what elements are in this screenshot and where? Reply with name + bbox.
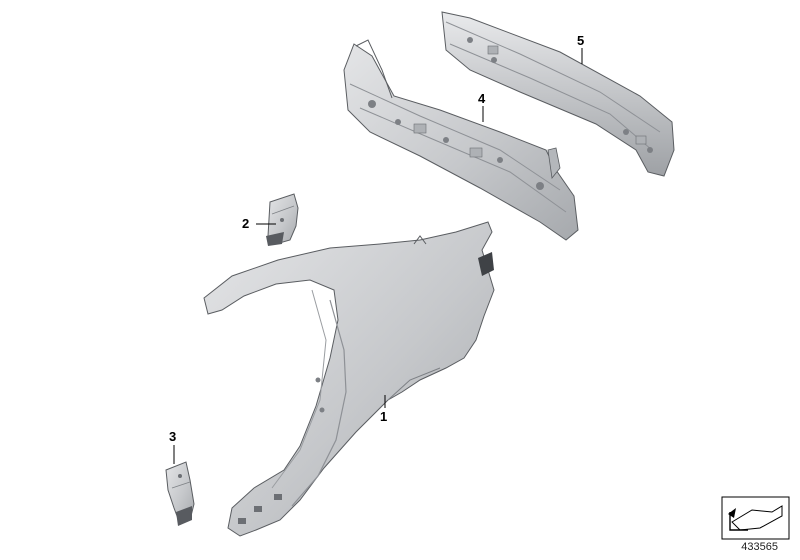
- callout-2: 2: [242, 216, 250, 231]
- part-3-bracket: [165, 461, 195, 526]
- callout-5: 5: [577, 33, 585, 48]
- part-1-side-panel: [203, 221, 495, 537]
- callout-1: 1: [380, 409, 388, 424]
- callout-3: 3: [169, 429, 177, 444]
- part-4-rear-panel: [343, 39, 579, 241]
- callout-4: 4: [478, 91, 486, 106]
- part-2-bracket: [266, 193, 299, 246]
- catalog-number: 433565: [741, 541, 778, 553]
- part-5-cross-member: [441, 11, 675, 177]
- leader-lines: [173, 48, 583, 464]
- arrow-view-icon: [721, 496, 790, 540]
